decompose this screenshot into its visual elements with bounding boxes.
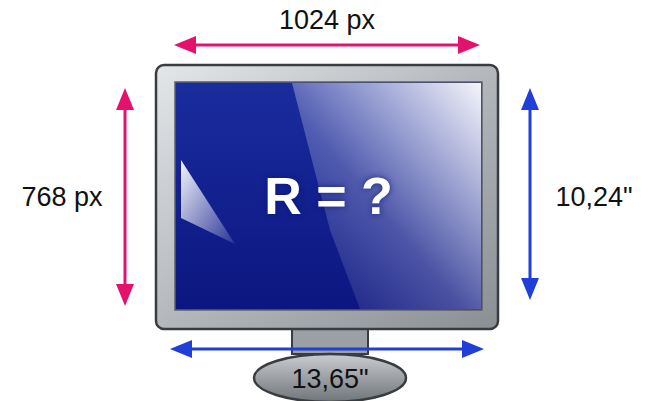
inch-dimension-arrows — [170, 88, 539, 358]
screen-area: R = ? — [175, 82, 482, 310]
width-pixels: 1024 px — [279, 7, 375, 34]
height-inches: 10,24" — [555, 184, 632, 211]
screen-glare — [181, 160, 235, 244]
monitor-base — [254, 354, 406, 401]
question-text: R = ? — [264, 166, 393, 226]
pixel-dimension-arrows — [116, 36, 480, 306]
height-pixels: 768 px — [21, 184, 102, 211]
screen — [175, 82, 482, 310]
monitor-bezel — [156, 65, 498, 329]
width-inches: 13,65" — [291, 366, 368, 393]
